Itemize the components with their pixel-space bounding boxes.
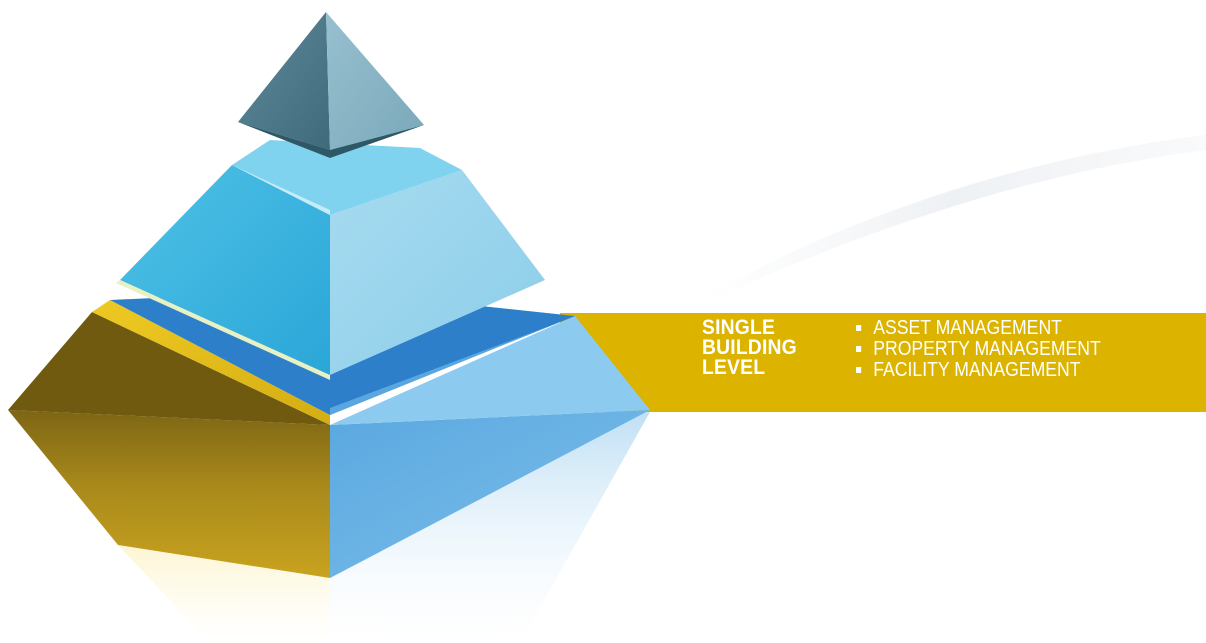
- middle-tier-left-face: [120, 165, 330, 375]
- list-item: ASSET MANAGEMENT: [856, 317, 1101, 338]
- banner-fill: [560, 313, 1206, 412]
- bottom-tier-right-face: [330, 410, 650, 578]
- top-tier-base: [238, 122, 424, 158]
- bottom-tier-left-slope: [8, 312, 330, 425]
- level-label-line-2: BUILDING: [702, 336, 797, 359]
- level-label: SINGLE BUILDING LEVEL: [702, 316, 831, 379]
- top-tier-right-face: [326, 12, 424, 150]
- list-item-label: FACILITY MANAGEMENT: [873, 358, 1081, 381]
- bullet-icon: [856, 367, 862, 373]
- bottom-tier-top-band: [92, 300, 330, 425]
- middle-tier-top-edge: [232, 165, 330, 215]
- bullet-icon: [856, 325, 862, 331]
- bottom-tier-left-face: [8, 410, 330, 578]
- middle-tier-rim: [116, 280, 330, 380]
- level-label-line-3: LEVEL: [702, 356, 766, 379]
- level-label-line-1: SINGLE: [702, 316, 776, 339]
- bullet-icon: [856, 346, 862, 352]
- list-item: FACILITY MANAGEMENT: [856, 359, 1101, 380]
- middle-tier-top: [232, 140, 462, 215]
- list-item-label: ASSET MANAGEMENT: [873, 316, 1062, 339]
- top-tier-left-face: [238, 12, 330, 150]
- list-item-label: PROPERTY MANAGEMENT: [873, 337, 1101, 360]
- bottom-tier-top-edge: [330, 316, 575, 415]
- middle-tier-right-face: [330, 170, 545, 375]
- management-list: ASSET MANAGEMENT PROPERTY MANAGEMENT FAC…: [856, 317, 1101, 380]
- bottom-tier-right-slope: [330, 316, 650, 425]
- list-item: PROPERTY MANAGEMENT: [856, 338, 1101, 359]
- level-banner: [560, 313, 1206, 412]
